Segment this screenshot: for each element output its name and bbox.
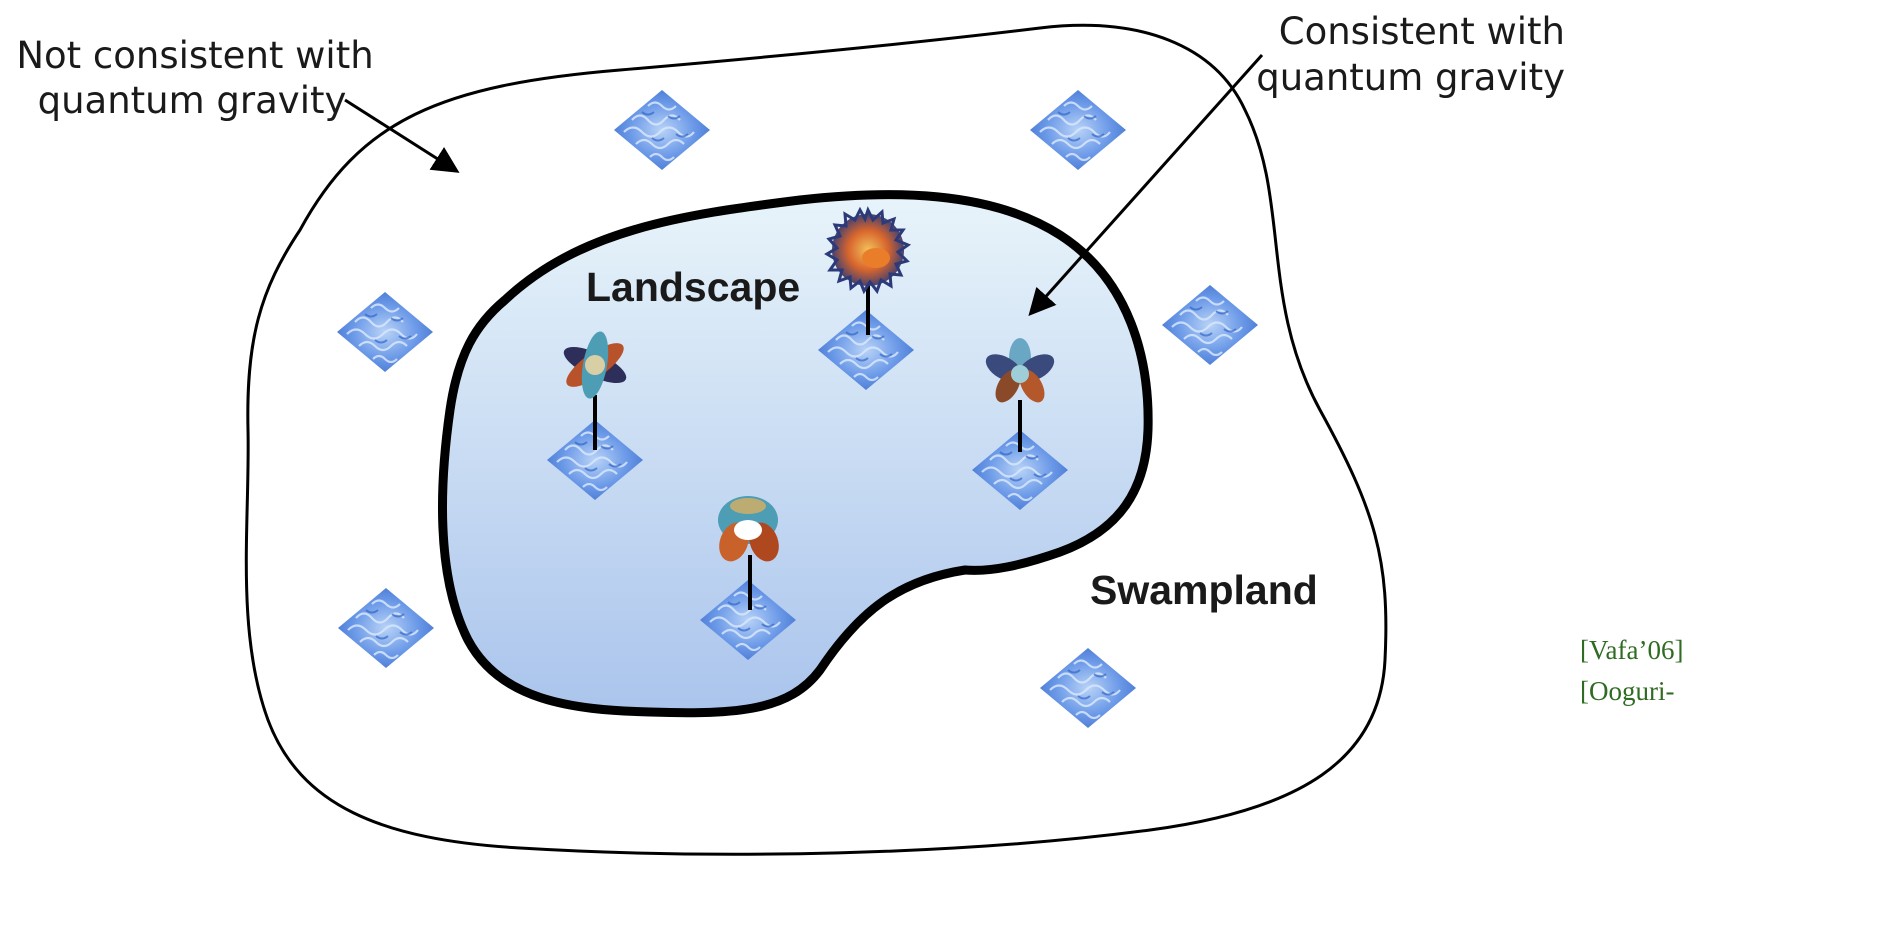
manifold-stems [593,280,1022,610]
citation-line1: [Vafa’06] [1580,635,1683,665]
consistent-label-line1: Consistent with [1279,10,1565,53]
compact-manifold-icon [563,331,627,399]
consistent-label-line2: quantum gravity [1256,56,1565,99]
arrow-to-swampland [344,98,460,173]
citation-line2: [Ooguri- [1580,676,1674,706]
arrow-to-landscape [1028,53,1264,317]
landscape-region [438,190,1153,718]
not-consistent-label-line2: quantum gravity [38,79,347,122]
compact-manifold-icon [985,338,1055,403]
landscape-label: Landscape [586,264,800,310]
compact-manifold-icon [824,206,912,295]
not-consistent-label-line1: Not consistent with [16,34,373,77]
swampland-label: Swampland [1090,567,1318,613]
compact-manifold-icon [718,496,779,562]
